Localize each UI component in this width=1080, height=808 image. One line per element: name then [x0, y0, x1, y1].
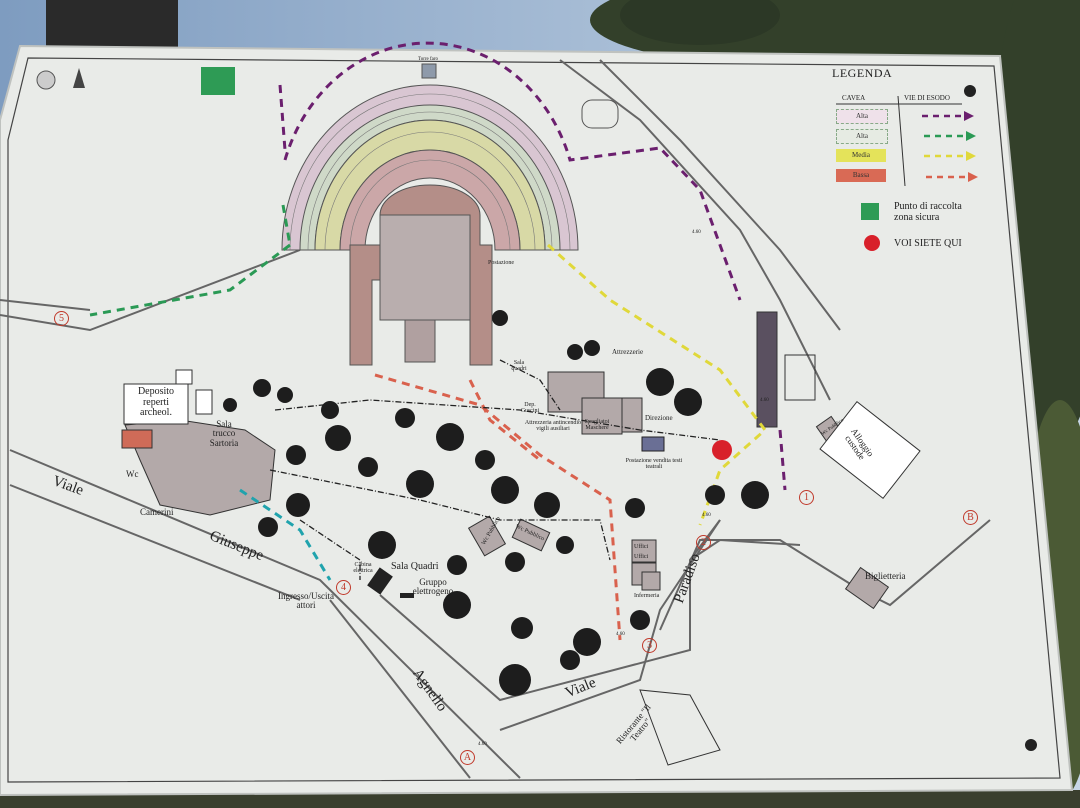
label-postazione-service: Postazione — [488, 260, 514, 266]
label-attrezzeria-antincendio: Attrezzeria antincendio vigili ausiliari — [524, 420, 582, 433]
exit-4-marker: 4 — [336, 580, 351, 595]
label-sala-quadri: Sala Quadri — [391, 561, 439, 572]
label-direzione: Direzione — [645, 414, 673, 422]
exit-routes — [89, 41, 787, 641]
label-dep-cuscini: Dep. Cuscini — [520, 402, 540, 415]
exit-1-marker: 1 — [799, 490, 814, 505]
legend-col-exits: VIE DI ESODO — [904, 94, 950, 102]
outline-buildings — [123, 369, 921, 766]
legend-assembly-point: Punto di raccolta zona sicura — [894, 201, 962, 223]
light-tower-icon — [421, 63, 437, 79]
label-ingresso: Ingresso/Uscita attori — [278, 591, 334, 611]
legend-cavea-bassa: Bassa — [836, 169, 886, 182]
label-camerini: Camerini — [140, 507, 174, 517]
north-arrow-icon — [73, 68, 85, 88]
exit-5-marker: 5 — [54, 311, 69, 326]
width-label: 4.60 — [760, 398, 769, 403]
width-label: 4.60 — [692, 230, 701, 235]
legend-cavea-alta-2: Alta — [836, 129, 888, 144]
you-are-here-marker — [712, 440, 732, 460]
label-deposito: Deposito reperti archeol. — [137, 386, 175, 418]
label-uffici-1: Uffici — [634, 544, 649, 550]
hole-icon — [964, 85, 976, 97]
label-attrezzerie: Attrezzerie — [612, 348, 644, 356]
assembly-point-icon — [201, 67, 235, 95]
label-infermeria: Infermeria — [634, 593, 660, 599]
legend-graphics — [836, 95, 962, 251]
legend-exit-arrows — [922, 111, 978, 182]
width-label: 4.60 — [702, 513, 711, 518]
label-spogliatoi: Spogliatoi Maschere — [584, 419, 610, 432]
label-biglietteria: Biglietteria — [865, 571, 906, 581]
theatre-cavea — [281, 84, 579, 251]
legend: LEGENDA CAVEA VIE DI ESODO Alta Alta Med… — [832, 66, 982, 249]
sign-board — [0, 44, 1074, 797]
paths — [269, 359, 721, 580]
ticket-kiosk-icon — [641, 436, 665, 452]
map-frame — [7, 57, 1061, 783]
trees — [223, 310, 769, 696]
legend-col-cavea: CAVEA — [842, 94, 866, 102]
legend-cavea-alta-1: Alta — [836, 109, 888, 124]
stairs — [756, 311, 778, 428]
generator-icon — [400, 593, 414, 598]
width-label: 4.60 — [478, 742, 487, 747]
roads — [0, 59, 991, 779]
label-uffici-2: Uffici — [634, 554, 649, 560]
screw-icon — [36, 70, 56, 90]
exit-3-marker: 3 — [642, 638, 657, 653]
legend-title: LEGENDA — [832, 66, 893, 80]
entrance-a-marker: A — [460, 750, 475, 765]
label-sala-quadri-2: Sala quadri — [511, 360, 527, 373]
stage-block — [404, 319, 436, 363]
legend-you-are-here: VOI SIETE QUI — [894, 238, 962, 249]
label-postazione-vendita: Postazione vendita testi teatrali — [625, 458, 683, 471]
pit-outline — [784, 354, 816, 401]
label-cabina: Cabina elettrica — [353, 562, 373, 575]
orchestra — [379, 214, 471, 321]
label-gruppo: Gruppo elettrogeno — [412, 577, 454, 597]
hole-icon — [1025, 739, 1037, 751]
exit-2-marker: 2 — [696, 535, 711, 550]
buildings — [121, 371, 890, 610]
width-label: 4.60 — [616, 632, 625, 637]
label-wc: Wc — [126, 469, 139, 479]
entrance-b-marker: B — [963, 510, 978, 525]
legend-cavea-media: Media — [836, 149, 886, 162]
label-torre: Torre faro — [418, 57, 439, 62]
ruin-outline — [581, 99, 619, 129]
label-sala-trucco: Sala trucco Sartoria — [209, 419, 239, 448]
cabin-icon — [367, 567, 393, 595]
